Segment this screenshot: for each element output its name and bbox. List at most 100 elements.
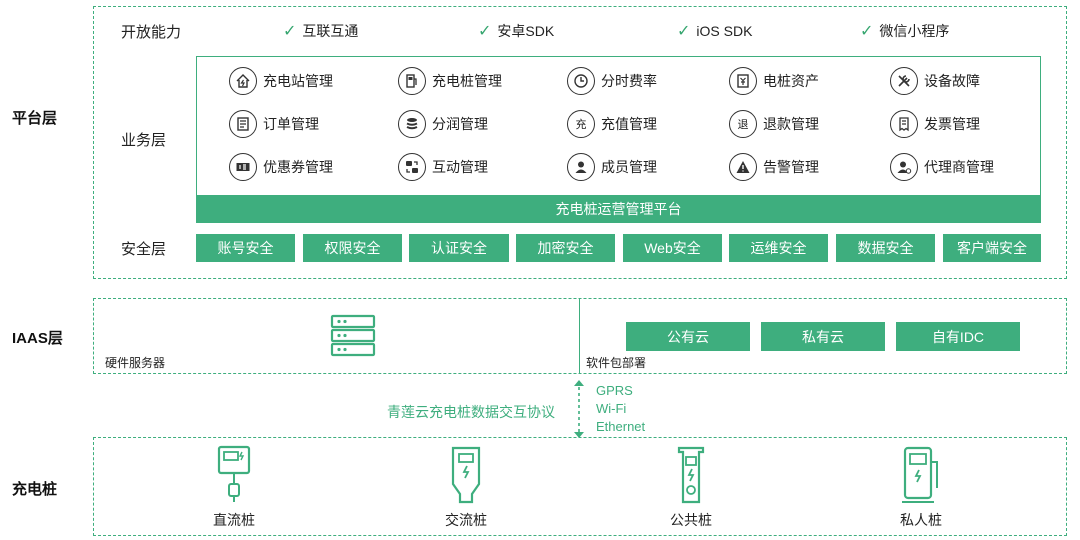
private-cloud: 私有云 (761, 322, 885, 351)
iaas-divider (579, 298, 580, 374)
own-idc: 自有IDC (896, 322, 1020, 351)
dc-charger-icon (217, 445, 251, 502)
coupon-icon (229, 153, 257, 181)
ac-charger-icon (451, 446, 481, 504)
link-gprs: GPRS (596, 383, 633, 398)
security-account: 账号安全 (196, 234, 295, 262)
interaction-icon (398, 153, 426, 181)
biz-item-label: 退款管理 (763, 116, 819, 132)
open-item-ios-sdk: ✓ iOS SDK (677, 21, 752, 41)
biz-item-label: 优惠券管理 (263, 159, 333, 175)
biz-item-member: 成员管理 (567, 153, 657, 181)
station-icon (229, 67, 257, 95)
biz-item-label: 分润管理 (432, 116, 488, 132)
server-icon (330, 314, 376, 363)
open-item-wechat: ✓ 微信小程序 (860, 21, 949, 41)
biz-item-order: 订单管理 (229, 110, 319, 138)
biz-item-coupon: 优惠券管理 (229, 153, 333, 181)
bidirectional-arrow-icon (572, 378, 586, 445)
open-capability-label: 开放能力 (121, 24, 182, 41)
check-icon: ✓ (677, 23, 691, 40)
biz-item-label: 告警管理 (763, 159, 819, 175)
biz-item-label: 充电站管理 (263, 73, 333, 89)
protocol-name: 青莲云充电桩数据交互协议 (387, 404, 555, 420)
pile-label: 公共桩 (670, 512, 712, 528)
security-client: 客户端安全 (943, 234, 1041, 262)
iaas-layer-label: IAAS层 (12, 330, 63, 347)
agent-icon (890, 153, 918, 181)
pile-private: 私人桩 (899, 444, 943, 530)
biz-item-label: 充电桩管理 (432, 73, 502, 89)
recharge-icon: 充 (567, 110, 595, 138)
biz-item-label: 代理商管理 (924, 159, 994, 175)
pile-label: 交流桩 (445, 512, 487, 528)
biz-item-label: 电桩资产 (763, 73, 819, 89)
biz-item-invoice: 发票管理 (890, 110, 980, 138)
biz-item-label: 设备故障 (924, 73, 980, 89)
biz-item-label: 发票管理 (924, 116, 980, 132)
order-icon (229, 110, 257, 138)
platform-layer-label: 平台层 (12, 110, 58, 127)
security-encryption: 加密安全 (516, 234, 615, 262)
biz-item-agent: 代理商管理 (890, 153, 994, 181)
pile-dc: 直流桩 (212, 444, 256, 530)
public-charger-icon (677, 446, 705, 504)
pile-label: 私人桩 (900, 512, 942, 528)
pile-label: 直流桩 (213, 512, 255, 528)
security-web: Web安全 (623, 234, 722, 262)
biz-item-label: 分时费率 (601, 73, 657, 89)
open-item-label: iOS SDK (696, 23, 753, 39)
clock-icon (567, 67, 595, 95)
recharge-glyph: 充 (575, 119, 587, 131)
private-charger-icon (902, 446, 938, 503)
check-icon: ✓ (860, 23, 874, 40)
open-item-label: 互联互通 (302, 23, 359, 39)
biz-item-fault: 设备故障 (890, 67, 980, 95)
check-icon: ✓ (478, 23, 492, 40)
alert-icon (729, 153, 757, 181)
refund-icon: 退 (729, 110, 757, 138)
biz-item-asset: 电桩资产 (729, 67, 819, 95)
refund-glyph: 退 (737, 119, 749, 131)
security-data: 数据安全 (836, 234, 935, 262)
biz-item-station: 充电站管理 (229, 67, 333, 95)
security-permission: 权限安全 (303, 234, 402, 262)
biz-item-charger: 充电桩管理 (398, 67, 502, 95)
biz-item-interaction: 互动管理 (398, 153, 488, 181)
check-icon: ✓ (283, 23, 297, 40)
security-layer-label: 安全层 (121, 241, 167, 258)
security-auth: 认证安全 (409, 234, 509, 262)
biz-item-alert: 告警管理 (729, 153, 819, 181)
open-item-interconnect: ✓ 互联互通 (283, 21, 358, 41)
link-ethernet: Ethernet (596, 419, 646, 434)
invoice-icon (890, 110, 918, 138)
tools-icon (890, 67, 918, 95)
hardware-server-label: 硬件服务器 (105, 356, 166, 370)
biz-item-recharge: 充 充值管理 (567, 110, 657, 138)
pile-ac: 交流桩 (444, 444, 488, 530)
link-wifi: Wi-Fi (596, 401, 627, 416)
open-item-android-sdk: ✓ 安卓SDK (478, 21, 554, 41)
platform-layer-box (93, 6, 1067, 279)
iaas-layer-box (93, 298, 1067, 374)
biz-item-label: 成员管理 (601, 159, 657, 175)
open-item-label: 安卓SDK (497, 23, 555, 39)
biz-item-label: 互动管理 (432, 159, 488, 175)
business-layer-label: 业务层 (121, 132, 167, 149)
biz-item-refund: 退 退款管理 (729, 110, 819, 138)
biz-item-label: 充值管理 (601, 116, 657, 132)
charger-icon (398, 67, 426, 95)
software-deploy-label: 软件包部署 (586, 356, 647, 370)
security-ops: 运维安全 (729, 234, 828, 262)
charger-layer-box (93, 437, 1067, 536)
open-item-label: 微信小程序 (879, 23, 950, 39)
database-icon (398, 110, 426, 138)
asset-icon (729, 67, 757, 95)
member-icon (567, 153, 595, 181)
pile-public: 公共桩 (669, 444, 713, 530)
platform-bar: 充电桩运营管理平台 (196, 195, 1041, 223)
biz-item-profit: 分润管理 (398, 110, 488, 138)
biz-item-time-rate: 分时费率 (567, 67, 657, 95)
charger-layer-label: 充电桩 (12, 481, 58, 498)
biz-item-label: 订单管理 (263, 116, 319, 132)
